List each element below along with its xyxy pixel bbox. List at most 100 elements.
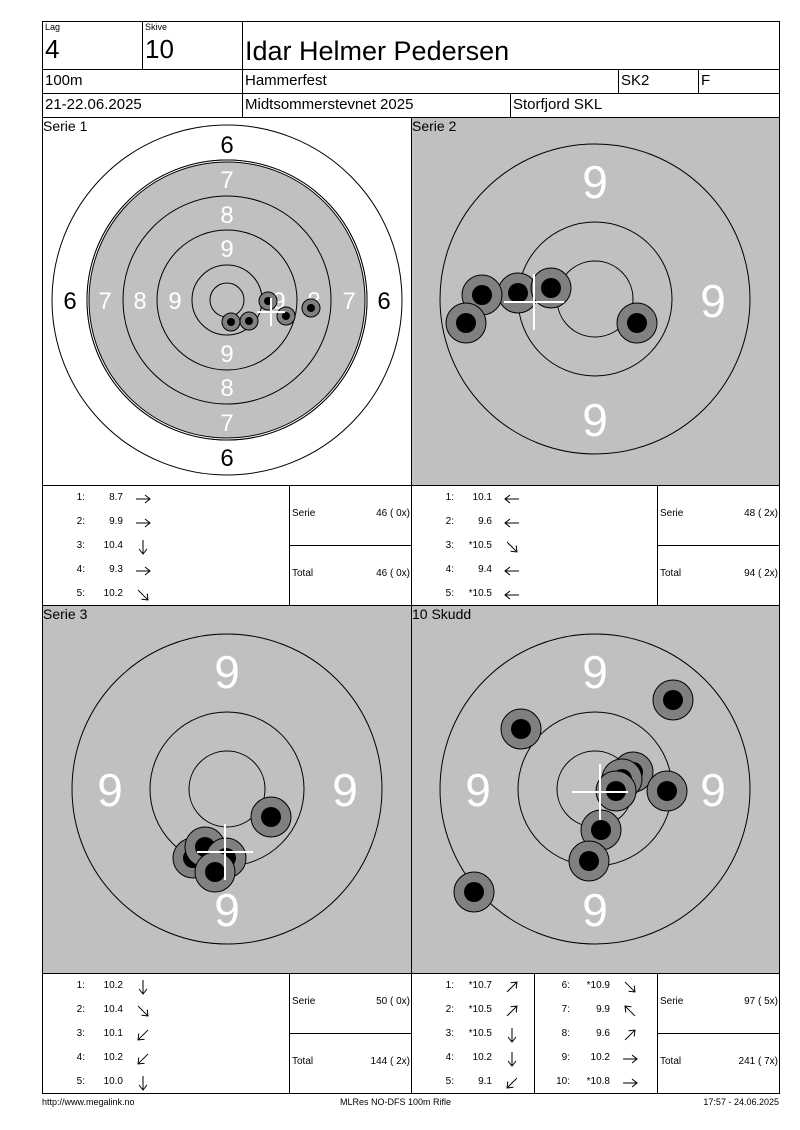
shot-number: 5: — [445, 1076, 454, 1087]
class: SK2 — [621, 72, 650, 89]
direction-arrow-icon — [504, 518, 519, 528]
shot-row: 3:10.1 — [43, 1024, 163, 1044]
shot-hole — [250, 796, 292, 838]
shot-number: 1: — [76, 980, 85, 991]
ring-label-9-left: 9 — [168, 288, 181, 315]
shot-number: 1: — [76, 492, 85, 503]
shot-row: 1:*10.7 — [412, 976, 532, 996]
zoom-ring-label-top: 9 — [214, 646, 240, 698]
class-cell: SK2 — [618, 69, 699, 94]
shot-hole — [239, 311, 259, 331]
shot-hole — [500, 708, 542, 750]
lag-cell: Lag 4 — [42, 21, 143, 70]
shot-value: 9.9 — [596, 1004, 610, 1015]
skive-cell: Skive 10 — [142, 21, 243, 70]
zoom-ring-label-top: 9 — [582, 156, 608, 208]
shot-number: 5: — [445, 588, 454, 599]
shot-value: *10.5 — [468, 588, 492, 599]
lag-value: 4 — [45, 34, 60, 64]
ring-label-7-left: 7 — [98, 288, 111, 315]
shot-row: 7:9.9 — [534, 1000, 654, 1020]
shot-value: 9.4 — [478, 564, 492, 575]
shot-number: 9: — [561, 1052, 570, 1063]
zoom-ring-label-right: 9 — [700, 764, 726, 816]
direction-arrow-icon — [138, 1076, 148, 1091]
shot-row: 10:*10.8 — [534, 1072, 654, 1092]
shooter-name-cell: Idar Helmer Pedersen — [242, 21, 780, 70]
shot-row: 2:9.6 — [412, 512, 532, 532]
shot-hole — [221, 312, 241, 332]
zoom-ring-label-bottom: 9 — [582, 884, 608, 936]
shot-number: 8: — [561, 1028, 570, 1039]
shot-row: 4: 9.4 — [412, 560, 532, 580]
direction-arrow-icon — [506, 1005, 518, 1017]
zoom-ring-label-left: 9 — [465, 764, 491, 816]
shot-hole — [568, 840, 610, 882]
shot-value: *10.5 — [468, 540, 492, 551]
footer-timestamp: 17:57 - 24.06.2025 — [703, 1097, 779, 1107]
serie-label: Serie — [660, 996, 684, 1007]
zoom-ring-label-bottom: 9 — [582, 394, 608, 446]
total-score: 46 ( 0x) — [376, 568, 410, 579]
club: Hammerfest — [245, 72, 327, 89]
date: 21-22.06.2025 — [45, 96, 142, 113]
shot-number: 3: — [76, 540, 85, 551]
serie1-title: Serie 1 — [43, 118, 88, 134]
shot-value: *10.8 — [586, 1076, 610, 1087]
direction-arrow-icon — [507, 1052, 517, 1067]
shot-value: 9.1 — [478, 1076, 492, 1087]
serie3-target-panel: Serie 3 9 9 9 9 — [42, 605, 412, 974]
total-summary: Serie 97 ( 5x) Total 241 ( 7x) — [657, 974, 779, 1093]
shot-hole — [530, 267, 572, 309]
shot-row: 1:10.2 — [43, 976, 163, 996]
serie2-summary: Serie 48 ( 2x) Total 94 ( 2x) — [657, 486, 779, 605]
shot-number: 2: — [76, 516, 85, 527]
shot-hole — [276, 306, 296, 326]
skive-value: 10 — [145, 34, 174, 64]
direction-arrow-icon — [624, 981, 636, 993]
shot-row: 5:10.2 — [43, 584, 163, 604]
ring-label-7-right: 7 — [342, 288, 355, 315]
shot-number: 4: — [445, 1052, 454, 1063]
direction-arrow-icon — [507, 1028, 517, 1043]
ring-numbers: 6 6 6 6 7 7 7 7 8 8 8 8 9 9 9 9 — [63, 132, 390, 472]
shot-row: 1:10.1 — [412, 488, 532, 508]
total-label: Total — [660, 568, 682, 579]
direction-arrow-icon — [506, 1077, 518, 1089]
shot-number: 1: — [445, 980, 454, 991]
shot-value: 9.9 — [109, 516, 123, 527]
shot-number: 3: — [76, 1028, 85, 1039]
ring-label-9-top: 9 — [220, 236, 233, 263]
serie-score: 50 ( 0x) — [376, 996, 410, 1007]
shot-row: 8:9.6 — [534, 1024, 654, 1044]
total-score: 144 ( 2x) — [370, 1056, 410, 1067]
shot-row: 5:10.0 — [43, 1072, 163, 1092]
ring-label-6-bottom: 6 — [220, 445, 233, 472]
shooter-name: Idar Helmer Pedersen — [245, 36, 510, 66]
shot-hole — [646, 770, 688, 812]
shot-number: 4: — [445, 564, 454, 575]
footer-url: http://www.megalink.no — [42, 1097, 135, 1107]
direction-arrow-icon — [138, 540, 148, 555]
direction-arrow-icon — [136, 566, 151, 576]
ring-9 — [156, 229, 298, 371]
shot-value: 10.2 — [103, 588, 123, 599]
serie2-target: 9 9 9 — [412, 118, 779, 485]
distance: 100m — [45, 72, 83, 89]
shot-number: 6: — [561, 980, 570, 991]
serie-label: Serie — [292, 996, 316, 1007]
serie2-target-panel: Serie 2 9 9 9 — [411, 117, 780, 486]
serie1-target-panel: Serie 1 6 6 6 6 7 7 7 7 8 8 8 8 9 9 9 9 — [42, 117, 412, 486]
shot-row: 2:10.4 — [43, 1000, 163, 1020]
shot-row: 4:9.3 — [43, 560, 163, 580]
ring-label-9-bottom: 9 — [220, 341, 233, 368]
shot-value: 10.2 — [472, 1052, 492, 1063]
mean-point-cross — [257, 298, 285, 326]
shot-value: 8.7 — [109, 492, 123, 503]
direction-arrow-icon — [137, 1053, 149, 1065]
shot-value: 10.0 — [103, 1076, 123, 1087]
